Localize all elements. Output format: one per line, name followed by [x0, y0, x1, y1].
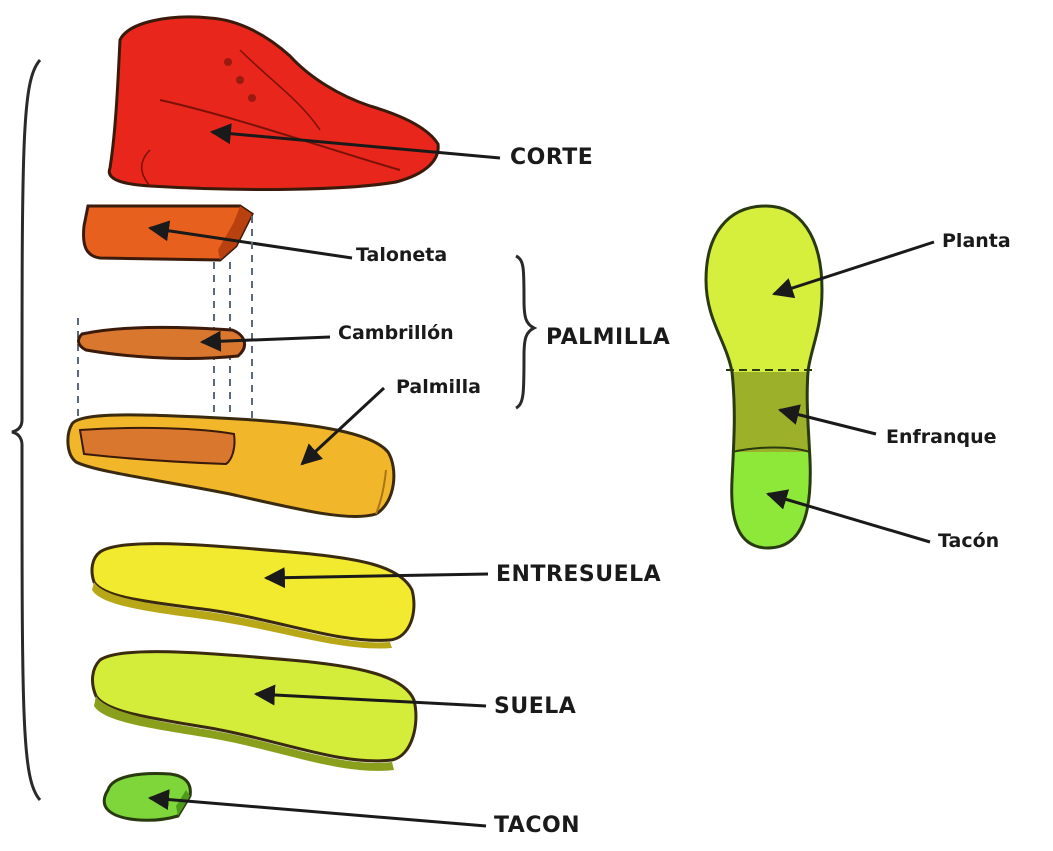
corte-shape — [109, 17, 438, 189]
label-palmilla: Palmilla — [396, 378, 481, 397]
label-planta: Planta — [942, 232, 1011, 251]
left-brace — [12, 60, 40, 800]
corte-part — [109, 17, 500, 189]
label-cambrillon: Cambrillón — [338, 324, 454, 343]
label-taloneta: Taloneta — [356, 246, 447, 265]
taloneta-part — [84, 206, 352, 260]
label-entresuela: ENTRESUELA — [496, 564, 661, 586]
label-enfranque: Enfranque — [886, 428, 997, 447]
label-palmilla-group: PALMILLA — [546, 327, 670, 349]
sole-regions-part — [700, 200, 934, 552]
label-tacon-sole: Tacón — [938, 532, 999, 551]
suela-part — [93, 652, 486, 771]
tacon-part — [104, 774, 486, 826]
label-corte: CORTE — [510, 147, 593, 169]
label-suela: SUELA — [494, 696, 576, 718]
cambrillon-part — [79, 327, 330, 358]
label-tacon: TACON — [494, 815, 580, 837]
palmilla-brace — [516, 256, 534, 408]
entresuela-part — [92, 544, 488, 649]
